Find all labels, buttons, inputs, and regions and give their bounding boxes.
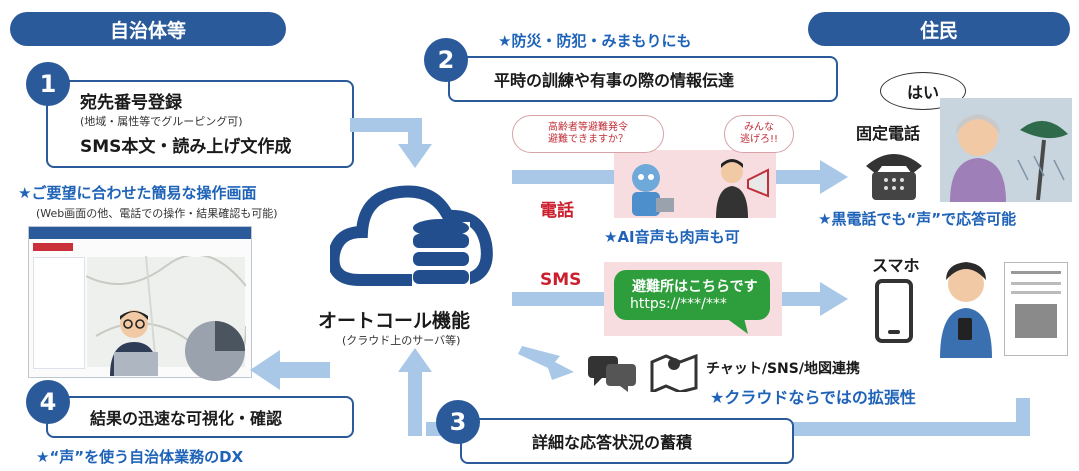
step2-box [448, 56, 838, 102]
officer-laptop-icon [110, 310, 158, 376]
storm-tree-icon [1017, 120, 1068, 200]
phone-note: ★AI音声も肉声も可 [604, 228, 740, 246]
landline-phone-icon [866, 154, 922, 200]
sms-message-line1: 避難所はこちらです [632, 279, 758, 295]
header-municipality: 自治体等 [10, 12, 286, 46]
ui-note-sub: (Web画面の他、電話での操作・結果確認も可能) [36, 207, 278, 220]
landline-note: ★黒電話でも“声”で応答可能 [818, 210, 1017, 228]
center-sub: (クラウド上のサーバ等) [342, 334, 461, 347]
smartphone-icon [875, 279, 913, 343]
step1-title: 宛先番号登録 [80, 93, 182, 113]
resident-reply-text: はい [906, 83, 939, 102]
header-residents: 住民 [808, 12, 1070, 46]
step4-number: 4 [26, 380, 70, 424]
smartphone-label: スマホ [872, 256, 920, 275]
step1-number: 1 [26, 62, 70, 106]
sms-bubble-tail [726, 318, 748, 334]
chat-icon [588, 356, 636, 392]
sms-label: SMS [540, 270, 582, 290]
ui-note-title: ★ご要望に合わせた簡易な操作画面 [18, 184, 257, 202]
step3-box [460, 418, 794, 464]
young-resident-icon [940, 262, 992, 358]
step4-title: 結果の迅速な可視化・確認 [90, 409, 283, 428]
phone-bubble-announcement: 高齢者等避難発令 避難できますか？ [512, 115, 664, 153]
sms-message-bubble [614, 270, 770, 320]
expansion-channels: チャット/SNS/地図連携 [706, 361, 860, 377]
cloud-server-icon [330, 185, 493, 290]
landline-label: 固定電話 [856, 124, 921, 143]
step3-number: 3 [436, 400, 480, 444]
sms-message-line2: https://***/*** [630, 296, 727, 312]
map-pin-icon [650, 353, 698, 392]
person-megaphone-icon [716, 159, 769, 218]
phone-bubble-shout: みんな 逃げろ!! [724, 115, 794, 153]
step3-title: 詳細な応答状況の蓄積 [532, 433, 693, 452]
ai-robot-icon [632, 164, 674, 216]
elderly-resident-icon [950, 114, 1006, 202]
step2-title: 平時の訓練や有事の際の情報伝達 [494, 71, 735, 90]
step2-number: 2 [424, 38, 468, 82]
evacuation-notice-paper [1004, 262, 1068, 356]
step1-box [46, 80, 354, 168]
step2-tagline: ★防災・防犯・みまもりにも [498, 32, 692, 50]
pie-chart-icon [185, 321, 245, 381]
phone-label: 電話 [540, 201, 574, 221]
step1-line2: SMS本文・読み上げ文作成 [80, 137, 292, 157]
step1-sub: (地域・属性等でグルーピング可) [80, 115, 243, 128]
center-title: オートコール機能 [318, 310, 471, 332]
expansion-note: ★クラウドならではの拡張性 [710, 388, 916, 407]
footer-note: ★“声”を使う自治体業務のDX [36, 448, 244, 466]
